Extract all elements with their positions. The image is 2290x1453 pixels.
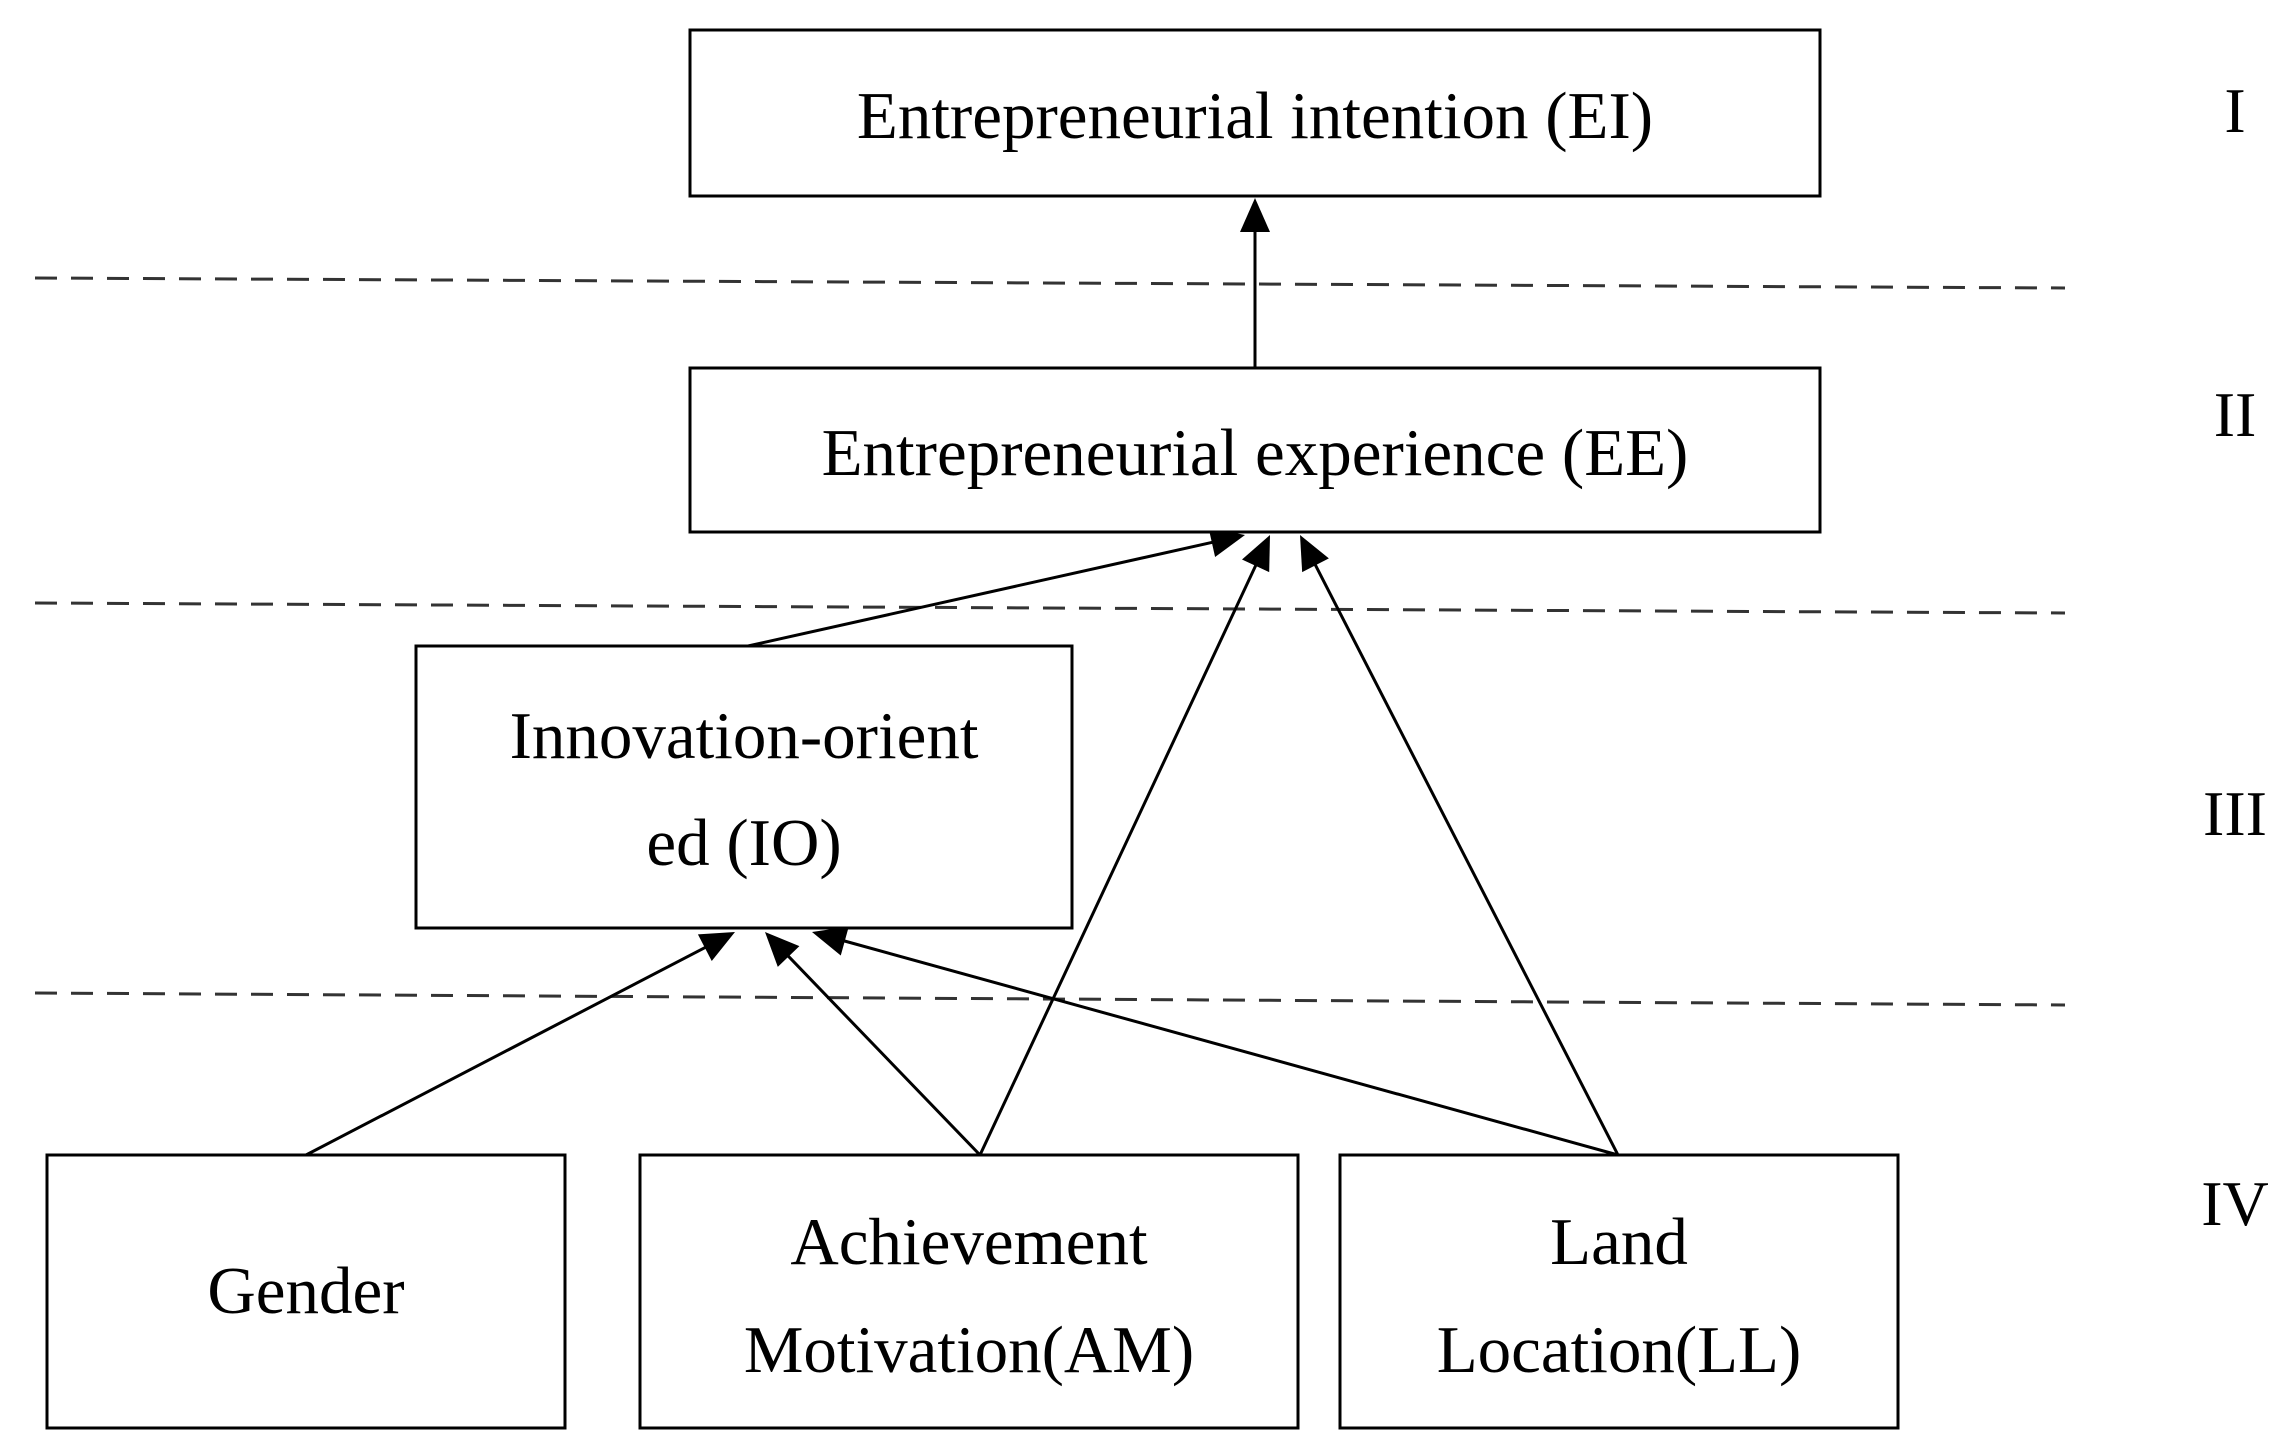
edge-io-to-ee-arrowhead	[1208, 527, 1245, 558]
edge-am-to-ee	[978, 561, 1259, 1156]
edge-io-to-ee	[747, 540, 1217, 648]
edge-gender-to-io-arrowhead	[697, 932, 735, 961]
edge-gender-to-io	[305, 944, 710, 1157]
node-ei-label: Entrepreneurial intention (EI)	[857, 79, 1653, 153]
level-divider-2-3	[34, 601, 2066, 615]
node-ll-label-line1: Land	[1550, 1205, 1688, 1279]
edge-am-to-io-arrowhead	[765, 932, 800, 967]
edge-am-to-ee-arrowhead	[1242, 535, 1270, 573]
node-am-label-line2: Motivation(AM)	[744, 1313, 1194, 1387]
edge-ll-to-ee	[1312, 561, 1620, 1156]
edge-ll-to-io-arrowhead	[812, 926, 849, 956]
node-io: Innovation-orient ed (IO)	[414, 644, 1074, 930]
node-ei: Entrepreneurial intention (EI)	[688, 28, 1822, 198]
node-am-box	[638, 1153, 1300, 1430]
edge-ll-to-ee-arrowhead	[1300, 535, 1329, 573]
node-ee-label: Entrepreneurial experience (EE)	[822, 416, 1689, 490]
node-am-label-line1: Achievement	[790, 1205, 1148, 1279]
edge-ee-to-ei-arrowhead	[1240, 198, 1270, 232]
node-ee-box	[688, 366, 1822, 534]
edge-ll-to-io	[840, 938, 1619, 1157]
level-label-4: IV	[2201, 1168, 2269, 1239]
node-io-label-line2: ed (IO)	[646, 806, 841, 880]
node-io-label-line1: Innovation-orient	[510, 699, 979, 773]
node-am: Achievement Motivation(AM)	[638, 1153, 1300, 1430]
node-io-box	[414, 644, 1074, 930]
node-ll: Land Location(LL)	[1338, 1153, 1900, 1430]
node-ee: Entrepreneurial experience (EE)	[688, 366, 1822, 534]
node-ll-label-line2: Location(LL)	[1437, 1313, 1802, 1387]
node-gender-box	[45, 1153, 567, 1430]
node-gender-label: Gender	[207, 1254, 404, 1328]
node-ll-box	[1338, 1153, 1900, 1430]
level-label-1: I	[2224, 75, 2245, 146]
level-label-3: III	[2203, 778, 2267, 849]
edge-am-to-io	[784, 952, 982, 1157]
node-ei-box	[688, 28, 1822, 198]
node-gender: Gender	[45, 1153, 567, 1430]
edge-group	[305, 198, 1620, 1157]
level-label-2: II	[2214, 379, 2257, 450]
level-divider-1-2	[34, 276, 2066, 290]
